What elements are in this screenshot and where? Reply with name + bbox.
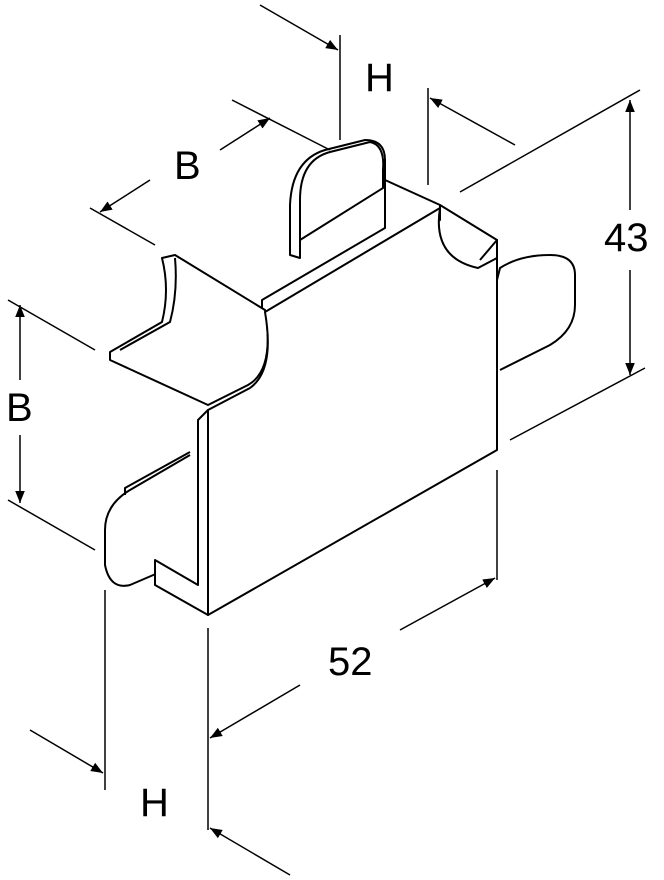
dimension-label-h-top: H [365,56,394,100]
dimension-label-52: 52 [328,640,373,684]
top-end-cap [289,141,385,259]
front-face [207,207,498,616]
dimension-label-b-top: B [174,144,201,188]
dimension-label-43: 43 [604,216,649,260]
dimension-label-b-left: B [6,386,33,430]
left-flange [109,254,269,406]
left-end-cap [104,454,191,587]
dimension-label-h-bottom: H [140,781,169,825]
dimension-lines [7,4,646,876]
t-piece-body [104,139,576,616]
right-end-cap [496,254,576,371]
